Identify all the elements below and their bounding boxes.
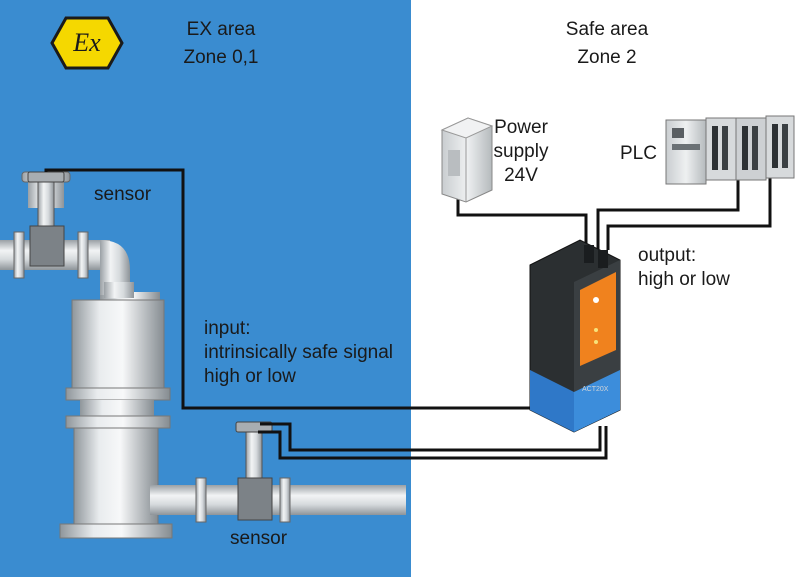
- lower-pipe-icon: [150, 477, 406, 523]
- top-sensor-icon: [27, 171, 65, 267]
- signal-cables: [44, 168, 772, 460]
- power-supply-label-line2: supply: [493, 141, 549, 162]
- plc-icon: [665, 115, 795, 185]
- plc-cable-1: [596, 170, 740, 250]
- input-label-line1: input:: [204, 318, 251, 339]
- plc-label: PLC: [620, 143, 657, 164]
- ex-area-title: EX area: [186, 19, 256, 40]
- input-label-line2: intrinsically safe signal: [204, 342, 394, 363]
- safe-area-title: Safe area: [565, 19, 649, 40]
- power-supply-icon: [440, 117, 494, 203]
- top-sensor-cable: [44, 168, 540, 410]
- signal-isolator-device-icon: [529, 239, 621, 433]
- isolator-model-label: ACT20X: [582, 386, 609, 393]
- bottom-sensor-icon: [235, 421, 273, 521]
- plc-cable-2: [606, 170, 772, 250]
- output-label-line2: high or low: [638, 269, 730, 290]
- input-label-line3: high or low: [204, 366, 296, 387]
- bottom-sensor-label: sensor: [230, 528, 288, 549]
- power-supply-label-line3: 24V: [504, 165, 538, 186]
- top-sensor-label: sensor: [94, 184, 152, 205]
- ex-hazard-symbol-icon: [50, 16, 124, 70]
- bottom-sensor-cable-a: [260, 422, 602, 452]
- ex-symbol-text: Ex: [73, 28, 101, 57]
- process-vessel-icon: [59, 292, 173, 539]
- power-supply-label-line1: Power: [494, 117, 548, 138]
- safe-area-zone-label: Zone 2: [577, 47, 637, 68]
- power-supply-cable: [456, 198, 588, 250]
- bottom-sensor-cable-b: [258, 426, 608, 460]
- ex-area-zone-label: Zone 0,1: [183, 47, 259, 68]
- output-label-line1: output:: [638, 245, 697, 266]
